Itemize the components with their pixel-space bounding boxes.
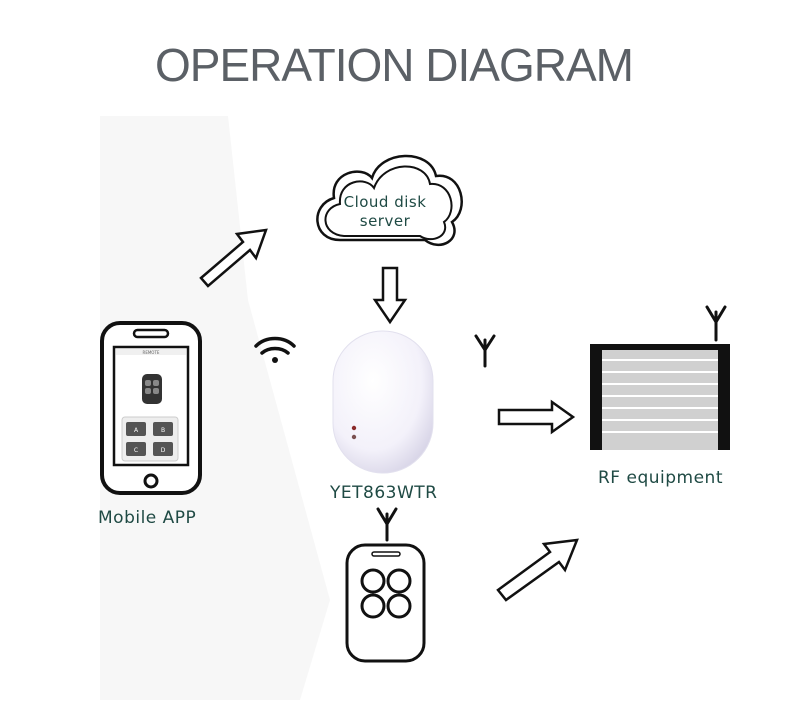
device-label: YET863WTR [330,483,438,503]
cloud-icon [316,154,463,246]
mobile-app-label: Mobile APP [98,508,197,528]
arrow-up-right-icon [496,538,579,602]
diagram-title: OPERATION DIAGRAM [155,39,634,91]
cloud-label-line2: server [359,212,411,230]
rf-equipment-icon [590,344,730,450]
app-button-b: B [161,427,165,434]
arrow-right-icon [497,399,576,435]
rf-equipment-label: RF equipment [598,468,723,488]
remote-control-icon [345,543,426,663]
app-button-a: A [134,427,139,434]
antenna-icon [474,334,496,368]
background-panel [100,116,330,700]
cloud-label-line1: Cloud disk [343,193,427,211]
app-screen: REMOTE A B C D [116,349,186,462]
arrow-down-icon [372,266,408,325]
cloud-label: Cloud disk server [330,193,440,231]
antenna-icon [705,305,727,342]
phone-icon [100,321,202,495]
app-screen-header: REMOTE [143,350,160,355]
arrow-up-right-icon [199,228,268,288]
app-button-d: D [161,447,166,454]
yet863wtr-device [332,330,434,474]
app-button-c: C [134,447,138,454]
wifi-icon [254,336,296,363]
antenna-icon [376,507,398,542]
